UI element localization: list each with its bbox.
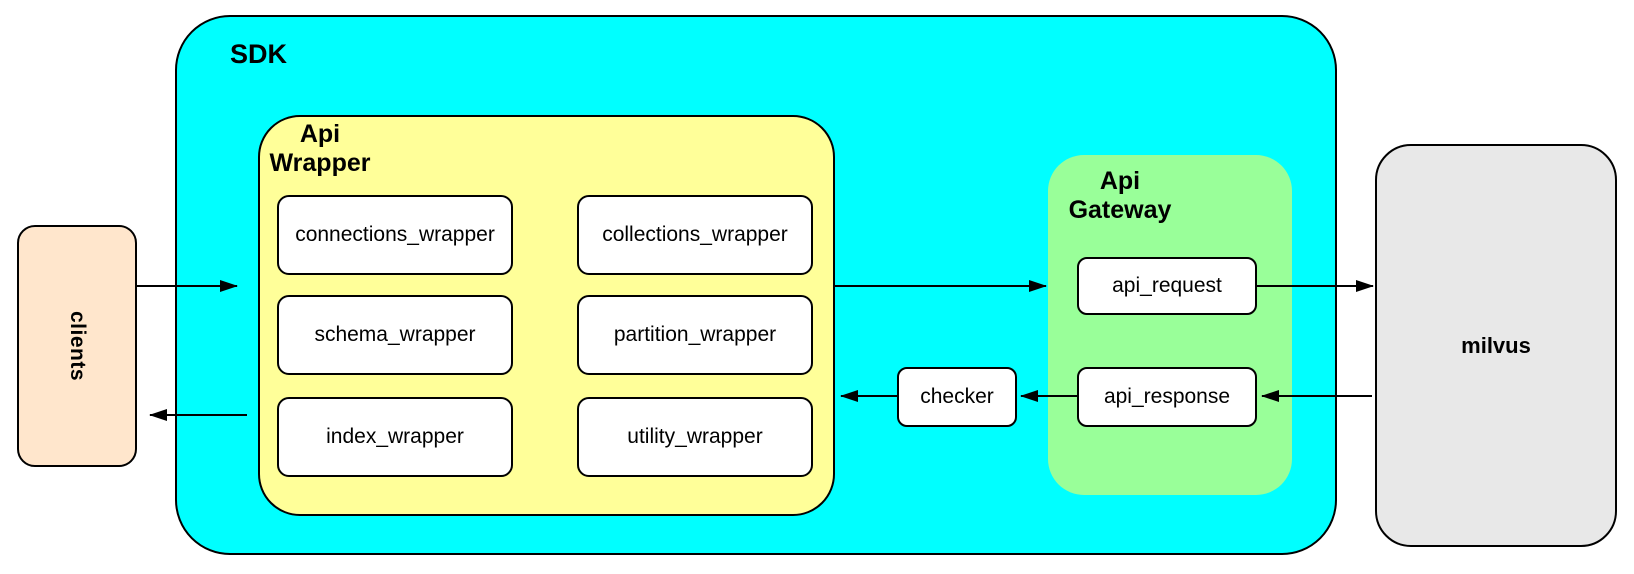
node-connections-wrapper: connections_wrapper [277,195,513,275]
node-checker: checker [897,367,1017,427]
utility-wrapper-label: utility_wrapper [627,425,763,448]
connections-wrapper-label: connections_wrapper [295,223,495,246]
node-milvus: milvus [1375,144,1617,547]
checker-label: checker [920,385,994,408]
api-request-label: api_request [1112,274,1222,297]
index-wrapper-label: index_wrapper [326,425,464,448]
node-partition-wrapper: partition_wrapper [577,295,813,375]
sdk-label: SDK [230,39,288,69]
group-sdk: SDK Api Wrapper connections_wrapper coll… [175,15,1337,555]
node-schema-wrapper: schema_wrapper [277,295,513,375]
api-response-label: api_response [1103,385,1231,408]
partition-wrapper-label: partition_wrapper [613,323,777,346]
group-api-gateway: Api Gateway api_request api_response [1048,155,1292,495]
api-wrapper-label: Api Wrapper [269,120,371,177]
milvus-label: milvus [1461,332,1531,358]
node-index-wrapper: index_wrapper [277,397,513,477]
node-clients: clients [17,225,137,467]
collections-wrapper-label: collections_wrapper [602,223,788,246]
node-collections-wrapper: collections_wrapper [577,195,813,275]
node-api-request: api_request [1077,257,1257,315]
node-api-response: api_response [1077,367,1257,427]
clients-label: clients [66,310,89,382]
node-utility-wrapper: utility_wrapper [577,397,813,477]
api-gateway-label: Api Gateway [1068,167,1172,224]
group-api-wrapper: Api Wrapper connections_wrapper collecti… [258,115,835,516]
schema-wrapper-label: schema_wrapper [314,323,476,346]
